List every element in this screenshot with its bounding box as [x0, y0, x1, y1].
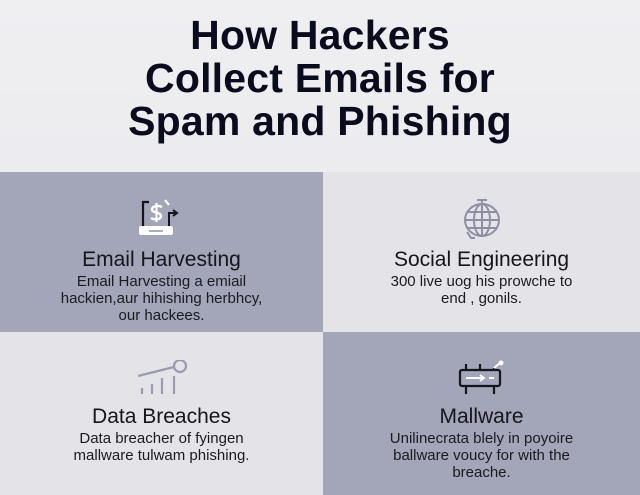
chip-icon: [458, 360, 503, 394]
card-title: Social Engineering: [393, 248, 570, 271]
title-line: How Hackers: [190, 12, 450, 58]
header: How Hackers Collect Emails for Spam and …: [0, 0, 640, 172]
desc-line: 300 live uog his prowche to: [390, 273, 573, 290]
title-line: Collect Emails for: [145, 55, 495, 101]
card-description: Email Harvesting a emiail hackien,aur hi…: [0, 273, 323, 324]
desc-line: Unilinecrata blely in poyoire: [389, 430, 574, 447]
desc-line: mallware tulwam phishing.: [73, 447, 250, 464]
card-description: Unilinecrata blely in poyoire ballware v…: [323, 430, 640, 481]
laptop-dollar-icon: [138, 199, 179, 235]
page-title: How Hackers Collect Emails for Spam and …: [0, 14, 640, 143]
desc-line: hackien,aur hihishing herbhcy,: [60, 290, 263, 307]
card-email-harvesting: Email Harvesting Email Harvesting a emia…: [0, 172, 323, 332]
desc-line: end , gonils.: [441, 290, 522, 307]
card-malware: Mallware Unilinecrata blely in poyoire b…: [323, 332, 640, 495]
card-title: Email Harvesting: [82, 248, 241, 271]
card-social-engineering: Social Engineering 300 live uog his prow…: [323, 172, 640, 332]
card-description: Data breacher of fyingen mallware tulwam…: [0, 430, 323, 464]
title-line: Spam and Phishing: [128, 98, 512, 144]
desc-line: breache.: [452, 464, 511, 481]
card-data-breaches: Data Breaches Data breacher of fyingen m…: [0, 332, 323, 495]
card-title: Mallware: [439, 405, 524, 428]
desc-line: ballware voucy for with the: [393, 447, 570, 464]
card-title: Data Breaches: [92, 405, 231, 428]
card-description: 300 live uog his prowche to end , gonils…: [323, 273, 640, 307]
bar-chart-icon: [137, 360, 187, 394]
desc-line: Email Harvesting a emiail: [76, 273, 247, 290]
desc-line: Data breacher of fyingen: [79, 430, 244, 447]
globe-icon: [463, 199, 500, 239]
desc-line: our hackees.: [118, 307, 205, 324]
